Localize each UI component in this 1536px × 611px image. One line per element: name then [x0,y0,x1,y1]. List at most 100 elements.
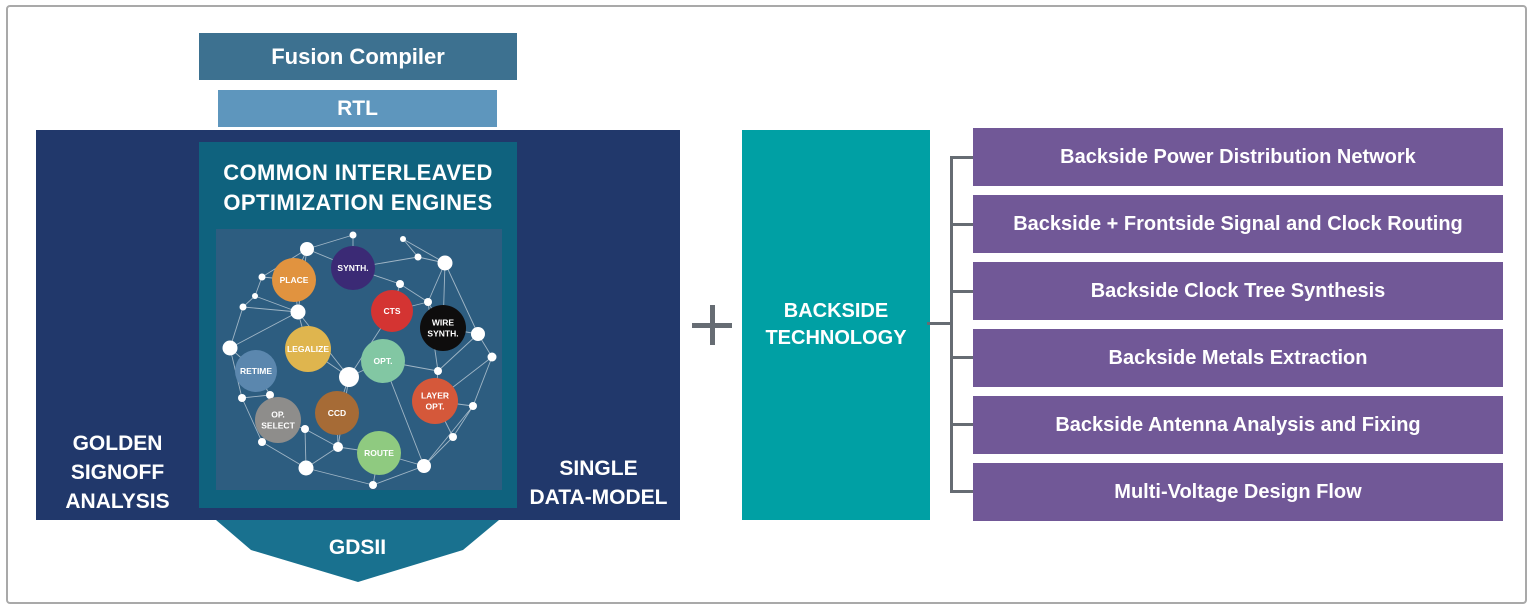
mesh-edge [305,467,374,486]
connector-stub-line [952,290,973,293]
gdsii-chevron: GDSII [216,520,499,582]
feature-bar-label: Backside + Frontside Signal and Clock Ro… [1013,212,1463,235]
fusion-compiler-label: Fusion Compiler [271,43,445,69]
optimization-engines-title: COMMON INTERLEAVED OPTIMIZATION ENGINES [223,160,493,215]
mesh-node [469,402,477,410]
mesh-edge [229,311,299,349]
mesh-edge [242,306,299,313]
engine-node-cts [371,290,413,332]
mesh-edge [306,234,354,250]
connector-stub-line [952,423,973,426]
mesh-node [239,303,247,311]
connector-trunk-line [950,156,953,493]
mesh-node [266,391,274,399]
mesh-edge [261,441,307,469]
engine-label-opt: OPT. [374,356,393,366]
feature-bar: Backside Antenna Analysis and Fixing [973,396,1503,454]
mesh-node [400,236,406,242]
engine-node-synth [331,246,375,290]
feature-bar: Multi-Voltage Design Flow [973,463,1503,521]
mesh-node [222,340,238,356]
mesh-edge [472,356,493,407]
engine-node-wire-synth [420,305,466,351]
engine-node-op-select [255,397,301,443]
mesh-node [487,352,497,362]
mesh-node [414,253,422,261]
fusion-compiler-box: Fusion Compiler [199,33,517,80]
mesh-edge [241,397,263,443]
mesh-node [471,327,485,341]
gdsii-chevron-shape [216,520,499,582]
engine-label-retime: RETIME [240,366,272,376]
mesh-edge [402,238,419,258]
mesh-node [424,298,432,306]
backside-technology-box: BACKSIDE TECHNOLOGY [742,130,930,520]
engine-node-legalize [285,326,331,372]
mesh-edge [423,405,474,467]
rtl-label: RTL [337,96,378,120]
feature-bar: Backside + Frontside Signal and Clock Ro… [973,195,1503,253]
mesh-node [434,367,442,375]
engine-node-opt [361,339,405,383]
engine-label-op-select: OP.SELECT [261,410,295,431]
mesh-node [417,459,431,473]
feature-bar-label: Multi-Voltage Design Flow [1114,480,1362,503]
mesh-edge [372,465,425,486]
mesh-edge [437,333,479,372]
mesh-edge [402,238,446,264]
engine-label-legalize: LEGALIZE [287,344,329,354]
gdsii-label: GDSII [329,536,386,559]
connector-stub-line [952,490,973,493]
plus-icon [692,305,732,345]
mesh-edge [254,295,299,313]
feature-bar: Backside Clock Tree Synthesis [973,262,1503,320]
feature-bar-label: Backside Power Distribution Network [1060,145,1416,168]
mesh-edge [444,262,479,335]
engine-label-cts: CTS [384,306,401,316]
outer-frame [6,5,1527,604]
engine-node-route [357,431,401,475]
rtl-box: RTL [218,90,497,127]
mesh-node [396,280,404,288]
feature-bar-label: Backside Clock Tree Synthesis [1090,279,1386,302]
connector-stub-line [952,356,973,359]
engine-node-retime [235,350,277,392]
mesh-node [290,304,306,320]
mesh-node [301,425,309,433]
mesh-edge [452,405,474,438]
mesh-node [349,231,357,239]
mesh-node [369,481,377,489]
single-data-model-label: SINGLE DATA-MODEL [529,457,668,509]
engine-label-synth: SYNTH. [337,263,368,273]
engine-node-ccd [315,391,359,435]
engine-label-ccd: CCD [328,408,346,418]
mesh-edge [399,283,429,303]
mesh-node [252,293,258,299]
mesh-node [258,273,266,281]
mesh-node [258,438,266,446]
engine-node-place [272,258,316,302]
feature-bar: Backside Metals Extraction [973,329,1503,387]
mesh-node [300,242,314,256]
plus-icon-vertical-bar [709,305,715,345]
feature-bar: Backside Power Distribution Network [973,128,1503,186]
connector-stub-line [952,223,973,226]
mesh-node [449,433,457,441]
engine-node-layer-opt [412,378,458,424]
golden-signoff-label: GOLDEN SIGNOFF ANALYSIS [65,432,170,513]
connector-main-line [927,322,953,325]
mesh-node [339,367,359,387]
mesh-node [333,442,343,452]
engine-label-place: PLACE [280,275,309,285]
backside-technology-label: BACKSIDE TECHNOLOGY [765,300,907,349]
mesh-edge [304,428,339,448]
engine-label-route: ROUTE [364,448,394,458]
mesh-node [437,255,453,271]
mesh-edge [241,394,271,399]
mesh-node [298,460,314,476]
connector-stub-line [952,156,973,159]
